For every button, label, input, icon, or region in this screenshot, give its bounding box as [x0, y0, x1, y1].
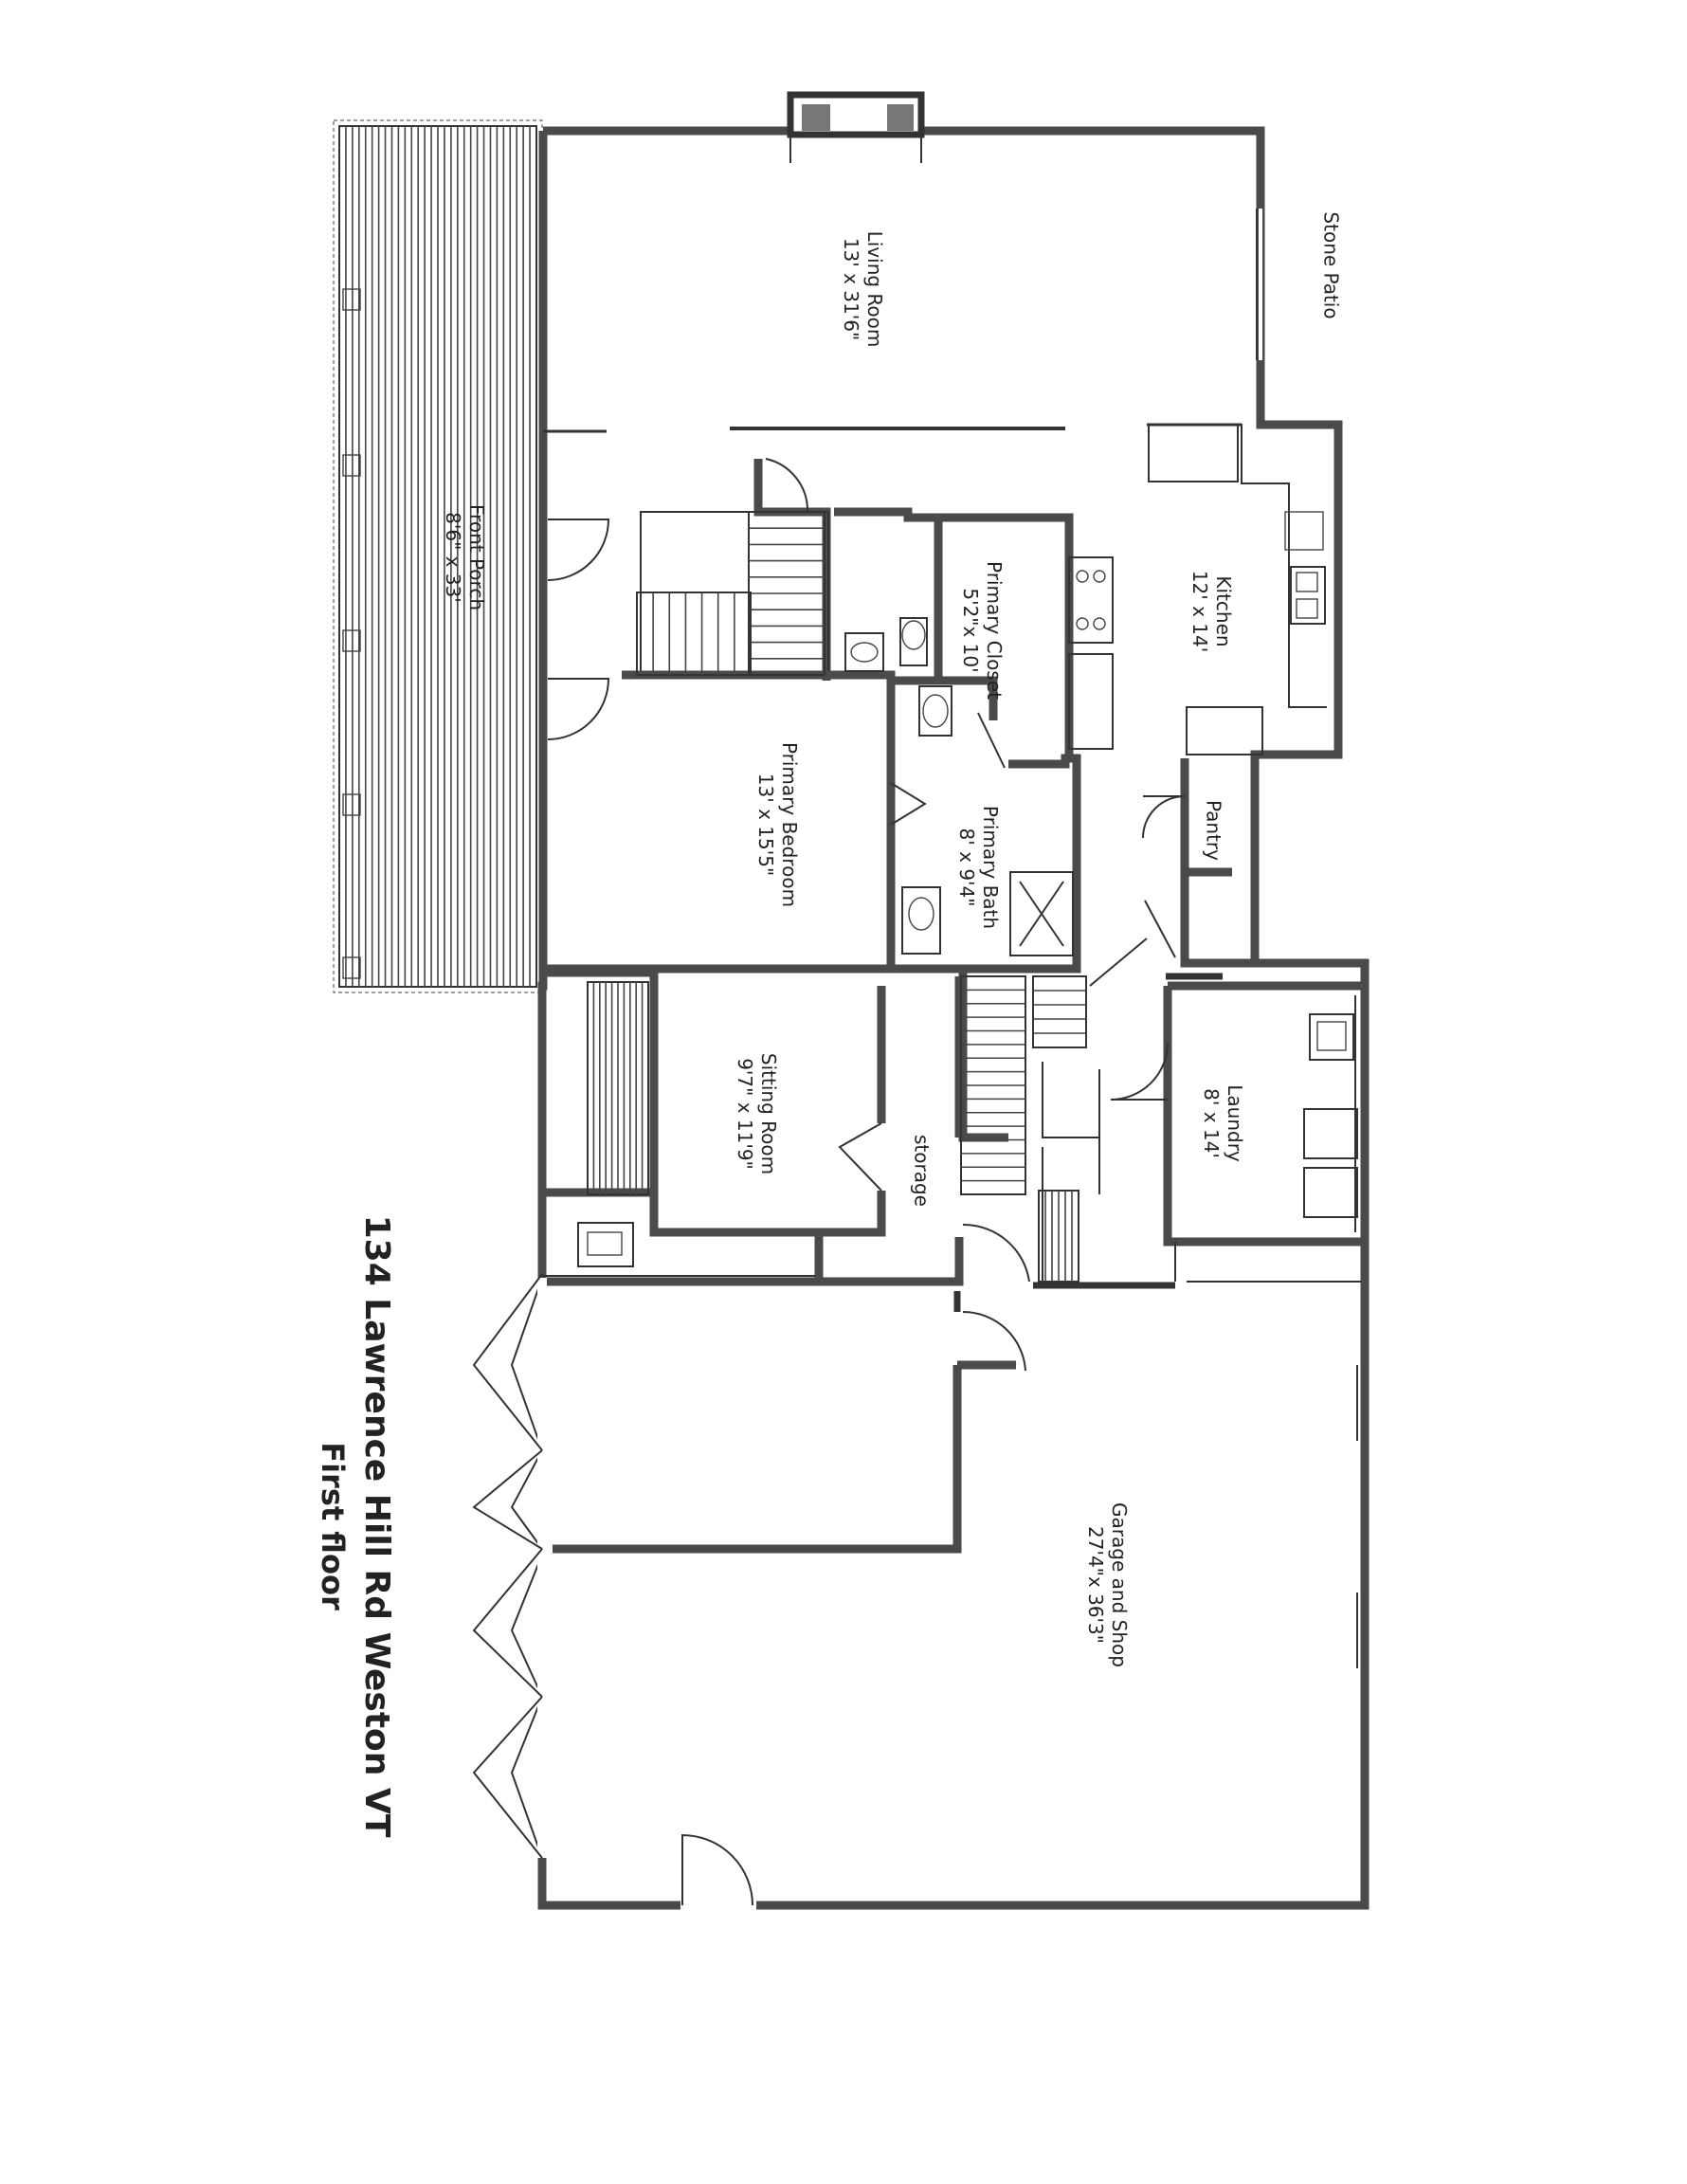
plan-title: 134 Lawrence Hill Rd Weston VT: [356, 1214, 396, 1838]
laundry-label: Laundry 8' x 14': [1199, 1084, 1246, 1162]
kitchen-size: 12' x 14': [1188, 570, 1211, 653]
sitting-room-label: Sitting Room 9'7" x 11'9": [733, 1053, 780, 1174]
living-room-name: Living Room: [863, 230, 886, 348]
kitchen-name: Kitchen: [1212, 575, 1235, 647]
plan-title-block: 134 Lawrence Hill Rd Weston VT First flo…: [312, 1215, 399, 1838]
pantry-label: Pantry: [1202, 800, 1225, 861]
laundry-size: 8' x 14': [1200, 1088, 1223, 1158]
primary-bedroom-name: Primary Bedroom: [778, 741, 801, 908]
primary-closet-size: 5'2"x 10': [959, 588, 982, 673]
front-porch-name: Front Porch: [465, 504, 488, 610]
sitting-room-size: 9'7" x 11'9": [734, 1058, 756, 1170]
front-porch-label: Front Porch 8'6" x 33': [441, 504, 488, 610]
fireplace-chimney: [787, 91, 925, 163]
sitting-room-name: Sitting Room: [757, 1052, 780, 1175]
storage-name: storage: [910, 1135, 934, 1207]
primary-bedroom-size: 13' x 15'5": [754, 773, 777, 877]
staircases: [587, 511, 1087, 1283]
front-porch-size: 8'6" x 33': [442, 512, 464, 603]
plan-subtitle: First floor: [315, 1442, 352, 1611]
garage-name: Garage and Shop: [1108, 1502, 1131, 1667]
primary-closet-label: Primary Closet 5'2"x 10': [958, 561, 1006, 700]
stone-patio-name: Stone Patio: [1319, 211, 1343, 319]
pantry-name: Pantry: [1202, 800, 1225, 861]
primary-bath-size: 8' x 9'4": [955, 828, 978, 907]
storage-label: storage: [910, 1135, 934, 1207]
primary-bath-name: Primary Bath: [979, 805, 1002, 930]
living-room-label: Living Room 13' x 31'6": [839, 231, 886, 348]
front-porch-deck: [333, 119, 543, 993]
garage-label: Garage and Shop 27'4"x 36'3": [1083, 1502, 1131, 1667]
garage-size: 27'4"x 36'3": [1084, 1526, 1107, 1644]
living-room-size: 13' x 31'6": [840, 237, 862, 341]
laundry-name: Laundry: [1224, 1084, 1246, 1162]
fixtures: [577, 209, 1358, 1668]
primary-bath-label: Primary Bath 8' x 9'4": [954, 806, 1002, 929]
primary-closet-name: Primary Closet: [983, 561, 1006, 700]
primary-bedroom-label: Primary Bedroom 13' x 15'5": [753, 742, 801, 907]
exterior-walls: [537, 126, 1370, 1910]
door-swings: [472, 458, 1186, 1906]
stone-patio-label: Stone Patio: [1319, 211, 1343, 318]
kitchen-label: Kitchen 12' x 14': [1188, 571, 1235, 652]
